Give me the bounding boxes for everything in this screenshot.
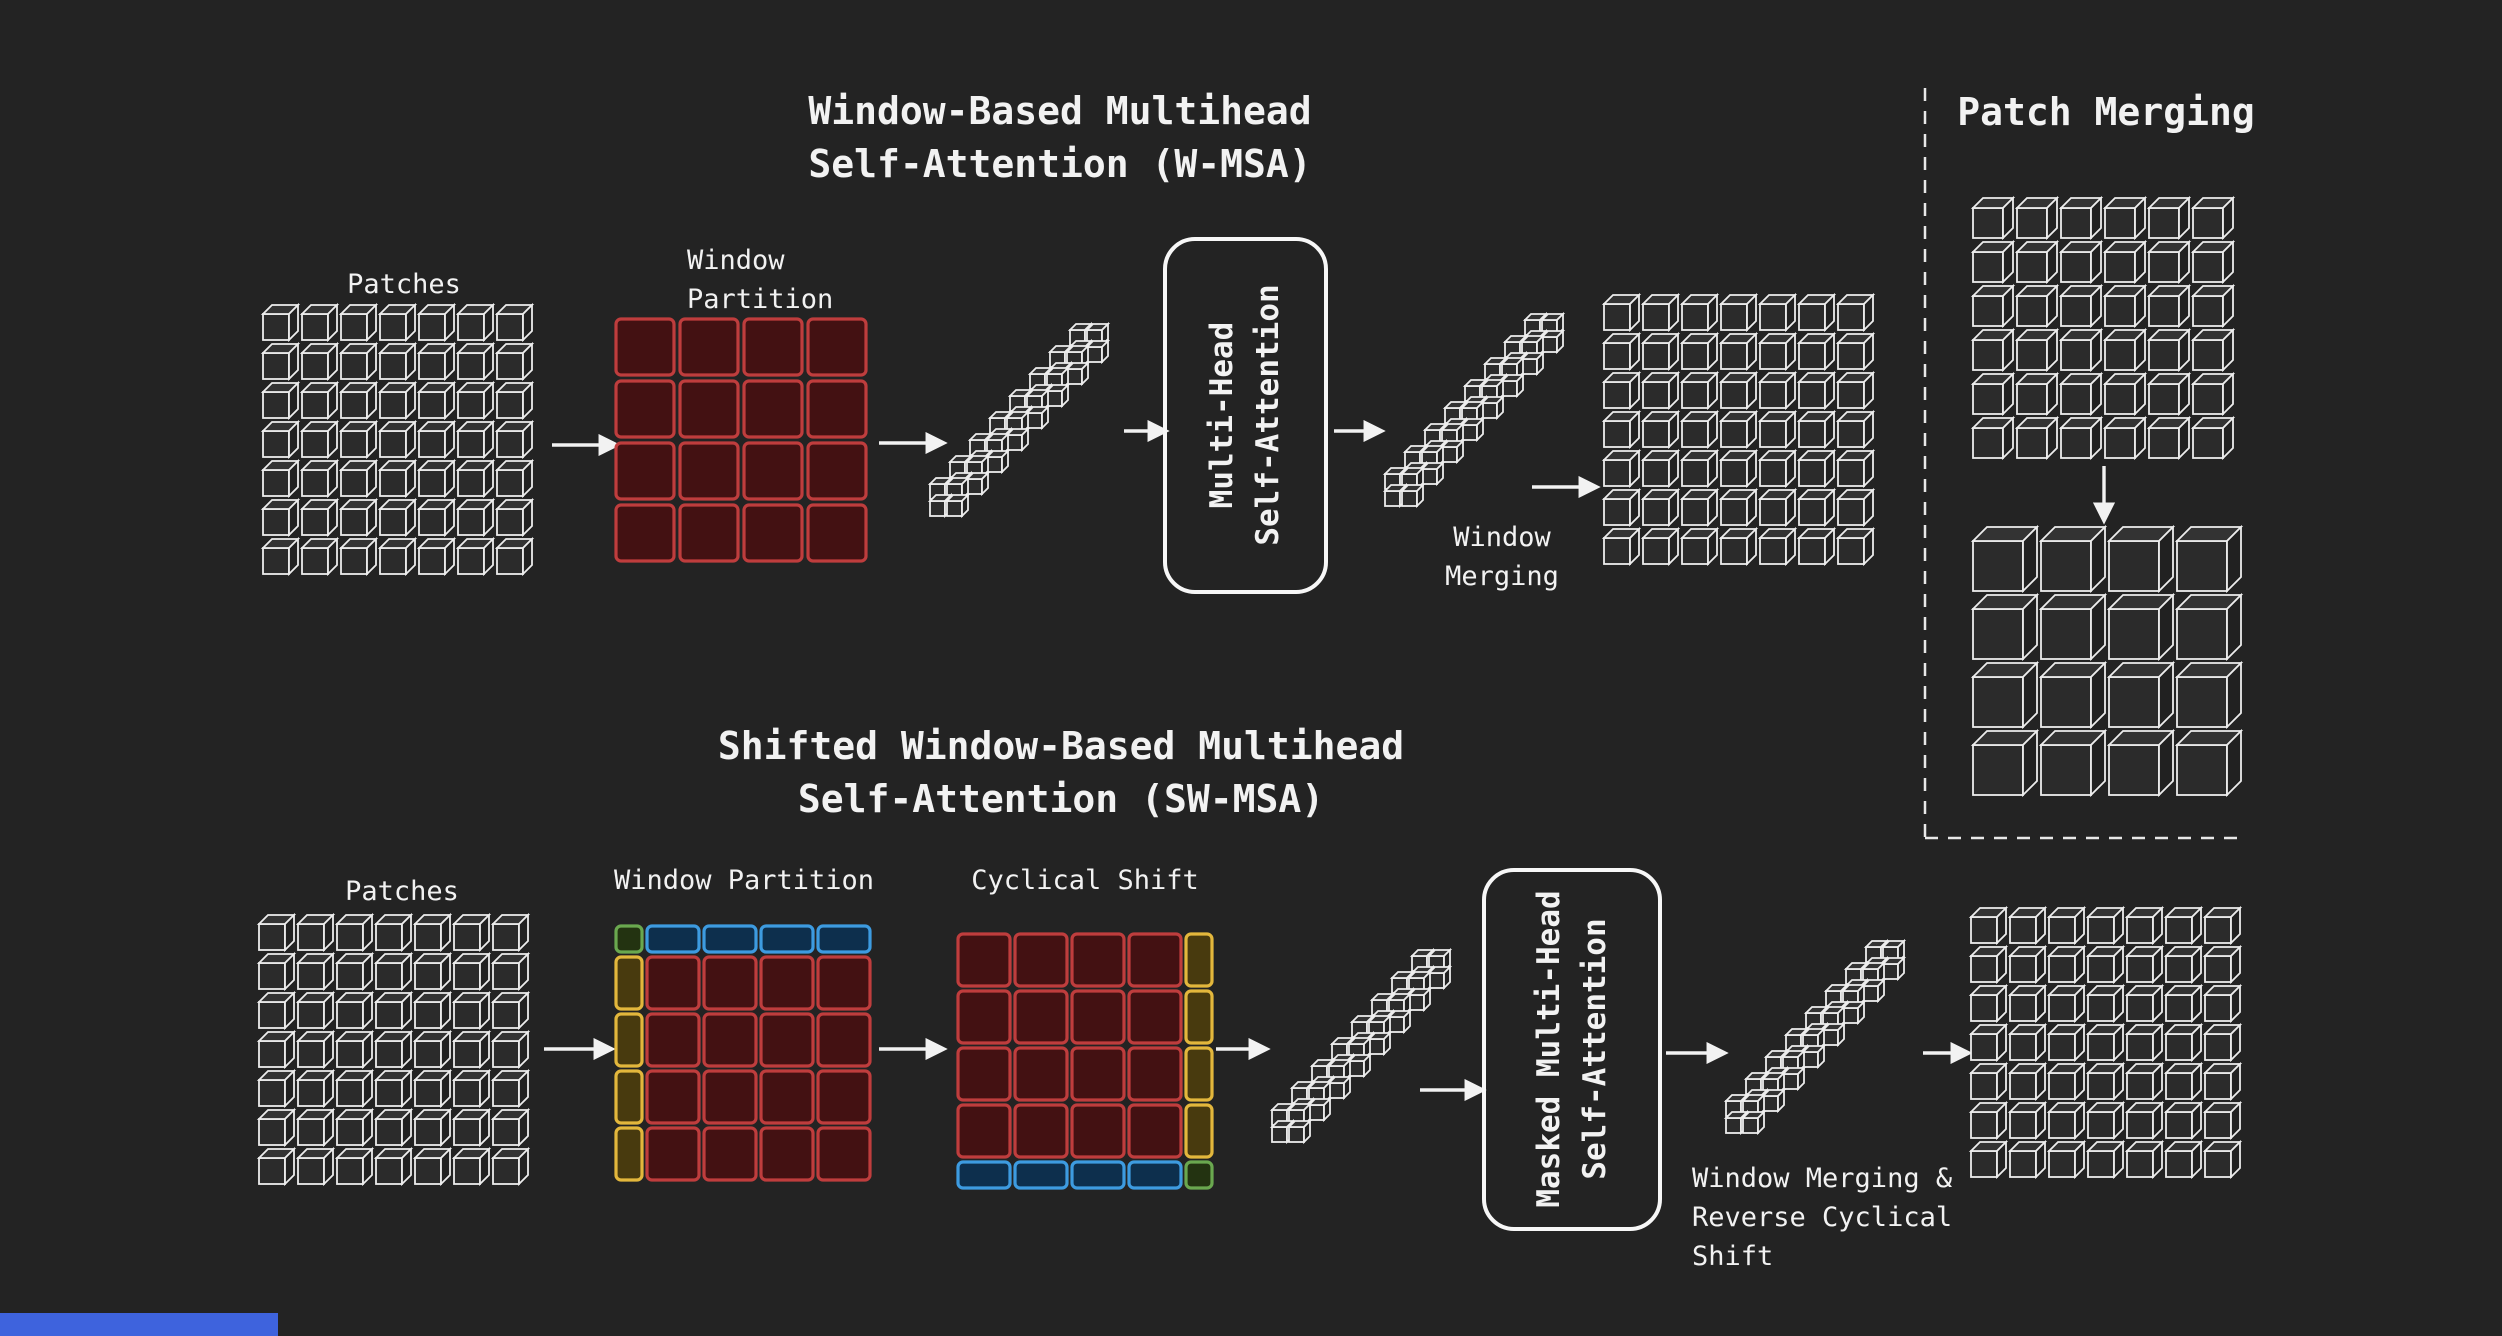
swmsa-window-merging-label-line1: Window Merging & — [1692, 1163, 1953, 1194]
wmsa-merged-windows-strip — [1382, 311, 1566, 509]
video-progress-bar[interactable] — [0, 1313, 278, 1336]
msa-box-label-line2: Self-Attention — [1250, 284, 1286, 546]
msa-box — [1163, 237, 1328, 594]
swmsa-patches-label: Patches — [345, 876, 459, 907]
swmsa-cyclical-shift-grid — [956, 932, 1214, 1190]
masked-msa-box-label-line2: Self-Attention — [1577, 918, 1613, 1180]
wmsa-window-merging-label: Window Merging — [1445, 518, 1559, 596]
wmsa-patches-label: Patches — [347, 269, 461, 300]
swmsa-cyclical-shift-label: Cyclical Shift — [971, 865, 1199, 896]
wmsa-title-line1: Window-Based Multihead — [808, 89, 1312, 133]
wmsa-output-grid — [1601, 292, 1876, 567]
swmsa-output-grid — [1968, 905, 2243, 1180]
wmsa-title: Window-Based Multihead Self-Attention (W… — [808, 85, 1311, 191]
swmsa-title-line1: Shifted Window-Based Multihead — [717, 724, 1405, 768]
wmsa-window-partition-label-line2: Partition — [687, 284, 834, 315]
swmsa-title-line2: Self-Attention (SW-MSA) — [797, 777, 1325, 821]
swmsa-window-partition-label: Window Partition — [613, 865, 875, 896]
swmsa-window-merging-label-line3: Shift — [1692, 1241, 1774, 1272]
wmsa-window-partition-label: Window Partition — [687, 241, 833, 319]
msa-box-label: Multi-Head Self-Attention — [1199, 284, 1291, 545]
patch-merging-output-grid — [1970, 524, 2244, 798]
wmsa-window-merging-label-line1: Window — [1453, 522, 1551, 553]
masked-msa-box-label: Masked Multi-Head Self-Attention — [1526, 890, 1618, 1207]
swmsa-flattened-windows-strip — [1269, 947, 1453, 1145]
swmsa-window-merging-label: Window Merging & Reverse Cyclical Shift — [1692, 1159, 1952, 1276]
swmsa-window-merging-label-line2: Reverse Cyclical — [1692, 1202, 1953, 1233]
wmsa-window-partition-label-line1: Window — [687, 245, 785, 276]
wmsa-flattened-windows-strip — [927, 321, 1111, 519]
swmsa-window-partition-grid — [614, 924, 872, 1182]
swmsa-patches-grid — [256, 912, 531, 1187]
swmsa-title: Shifted Window-Based Multihead Self-Atte… — [718, 720, 1404, 826]
masked-msa-box — [1482, 868, 1662, 1231]
wmsa-patches-grid — [260, 302, 535, 577]
msa-box-label-line1: Multi-Head — [1204, 321, 1240, 509]
wmsa-window-merging-label-line2: Merging — [1445, 561, 1559, 592]
masked-msa-box-label-line1: Masked Multi-Head — [1531, 890, 1567, 1208]
patch-merging-title: Patch Merging — [1957, 90, 2255, 134]
wmsa-window-partition-grid — [614, 317, 868, 563]
patch-merging-input-grid — [1970, 195, 2236, 461]
swmsa-merged-windows-strip — [1723, 938, 1907, 1136]
wmsa-title-line2: Self-Attention (W-MSA) — [808, 142, 1312, 186]
